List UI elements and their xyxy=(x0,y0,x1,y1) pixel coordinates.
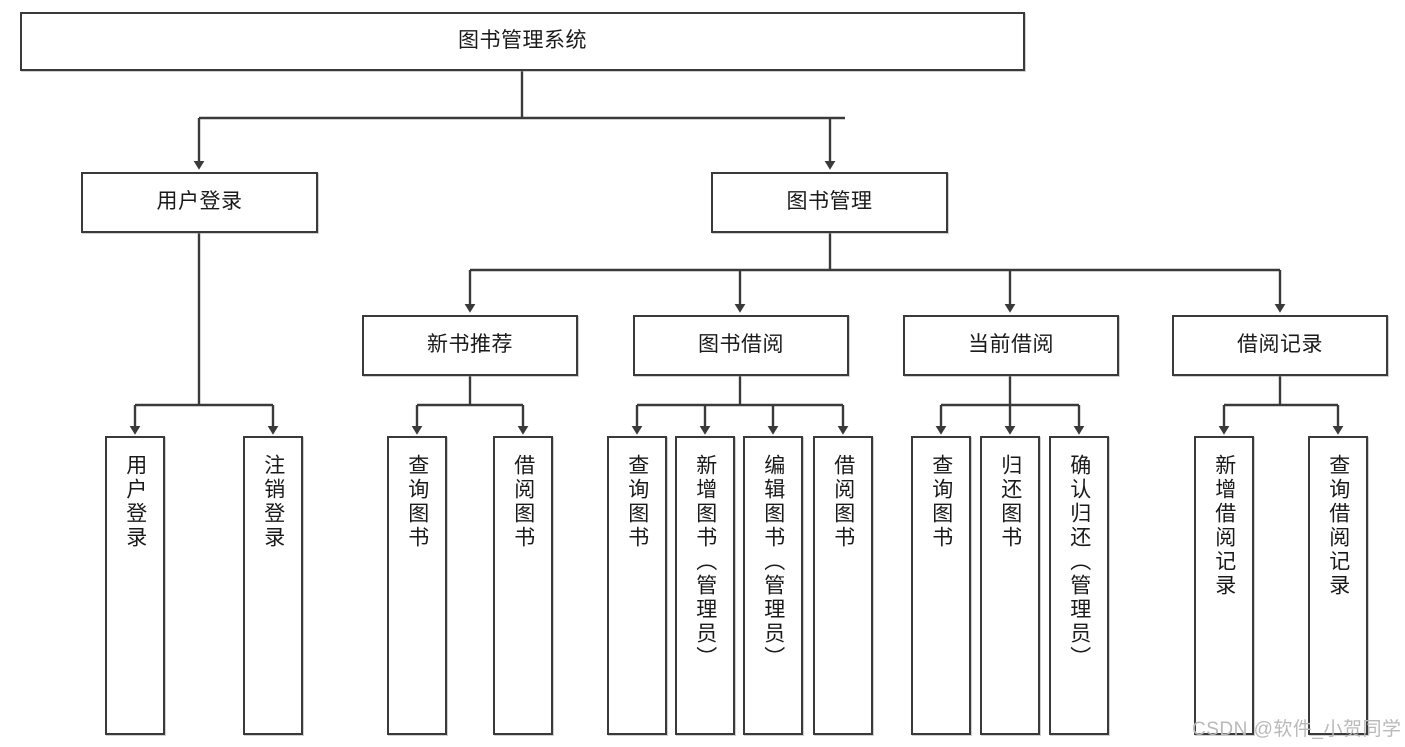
node-leaf-query-book-3[interactable]: 查询图书 xyxy=(911,436,971,735)
node-borrow-record[interactable]: 借阅记录 xyxy=(1172,315,1388,376)
node-leaf-borrow-book-2[interactable]: 借阅图书 xyxy=(813,436,873,735)
node-leaf-return-book[interactable]: 归还图书 xyxy=(980,436,1040,735)
node-leaf-borrow-book-1-label: 借阅图书 xyxy=(511,454,535,550)
node-book-borrow-label: 图书借阅 xyxy=(698,333,784,357)
node-leaf-borrow-book-2-label: 借阅图书 xyxy=(831,454,855,550)
node-current-borrow[interactable]: 当前借阅 xyxy=(903,315,1119,376)
node-leaf-query-record[interactable]: 查询借阅记录 xyxy=(1308,436,1368,735)
node-leaf-borrow-book-1[interactable]: 借阅图书 xyxy=(493,436,553,735)
node-leaf-query-record-label: 查询借阅记录 xyxy=(1326,454,1350,598)
node-leaf-add-record[interactable]: 新增借阅记录 xyxy=(1194,436,1254,735)
node-leaf-add-book-label: 新增图书（管理员） xyxy=(693,454,717,670)
node-leaf-user-login[interactable]: 用户登录 xyxy=(105,436,165,735)
node-current-borrow-label: 当前借阅 xyxy=(968,333,1054,357)
node-new-book-recommend[interactable]: 新书推荐 xyxy=(362,315,578,376)
node-leaf-query-book-3-label: 查询图书 xyxy=(929,454,953,550)
node-book-manage-label: 图书管理 xyxy=(786,190,873,214)
node-leaf-query-book-2[interactable]: 查询图书 xyxy=(607,436,667,735)
node-leaf-confirm-return[interactable]: 确认归还（管理员） xyxy=(1049,436,1109,735)
node-leaf-user-logout-label: 注销登录 xyxy=(261,454,285,550)
node-new-book-recommend-label: 新书推荐 xyxy=(427,333,513,357)
node-leaf-user-login-label: 用户登录 xyxy=(123,454,147,550)
node-leaf-query-book-1[interactable]: 查询图书 xyxy=(387,436,447,735)
node-leaf-confirm-return-label: 确认归还（管理员） xyxy=(1067,454,1091,670)
node-book-borrow[interactable]: 图书借阅 xyxy=(633,315,849,376)
node-book-manage[interactable]: 图书管理 xyxy=(711,172,948,233)
node-leaf-add-book[interactable]: 新增图书（管理员） xyxy=(675,436,735,735)
node-user-login[interactable]: 用户登录 xyxy=(81,172,318,233)
node-leaf-return-book-label: 归还图书 xyxy=(998,454,1022,550)
node-leaf-edit-book-label: 编辑图书（管理员） xyxy=(761,454,785,670)
node-root-label: 图书管理系统 xyxy=(458,29,587,53)
node-leaf-edit-book[interactable]: 编辑图书（管理员） xyxy=(743,436,803,735)
csdn-watermark: CSDN @软件_小贺同学 xyxy=(1192,719,1402,740)
node-leaf-add-record-label: 新增借阅记录 xyxy=(1212,454,1236,598)
node-borrow-record-label: 借阅记录 xyxy=(1237,333,1323,357)
node-leaf-user-logout[interactable]: 注销登录 xyxy=(243,436,303,735)
node-leaf-query-book-1-label: 查询图书 xyxy=(405,454,429,550)
node-root[interactable]: 图书管理系统 xyxy=(20,12,1025,71)
node-user-login-label: 用户登录 xyxy=(156,190,243,214)
node-leaf-query-book-2-label: 查询图书 xyxy=(625,454,649,550)
